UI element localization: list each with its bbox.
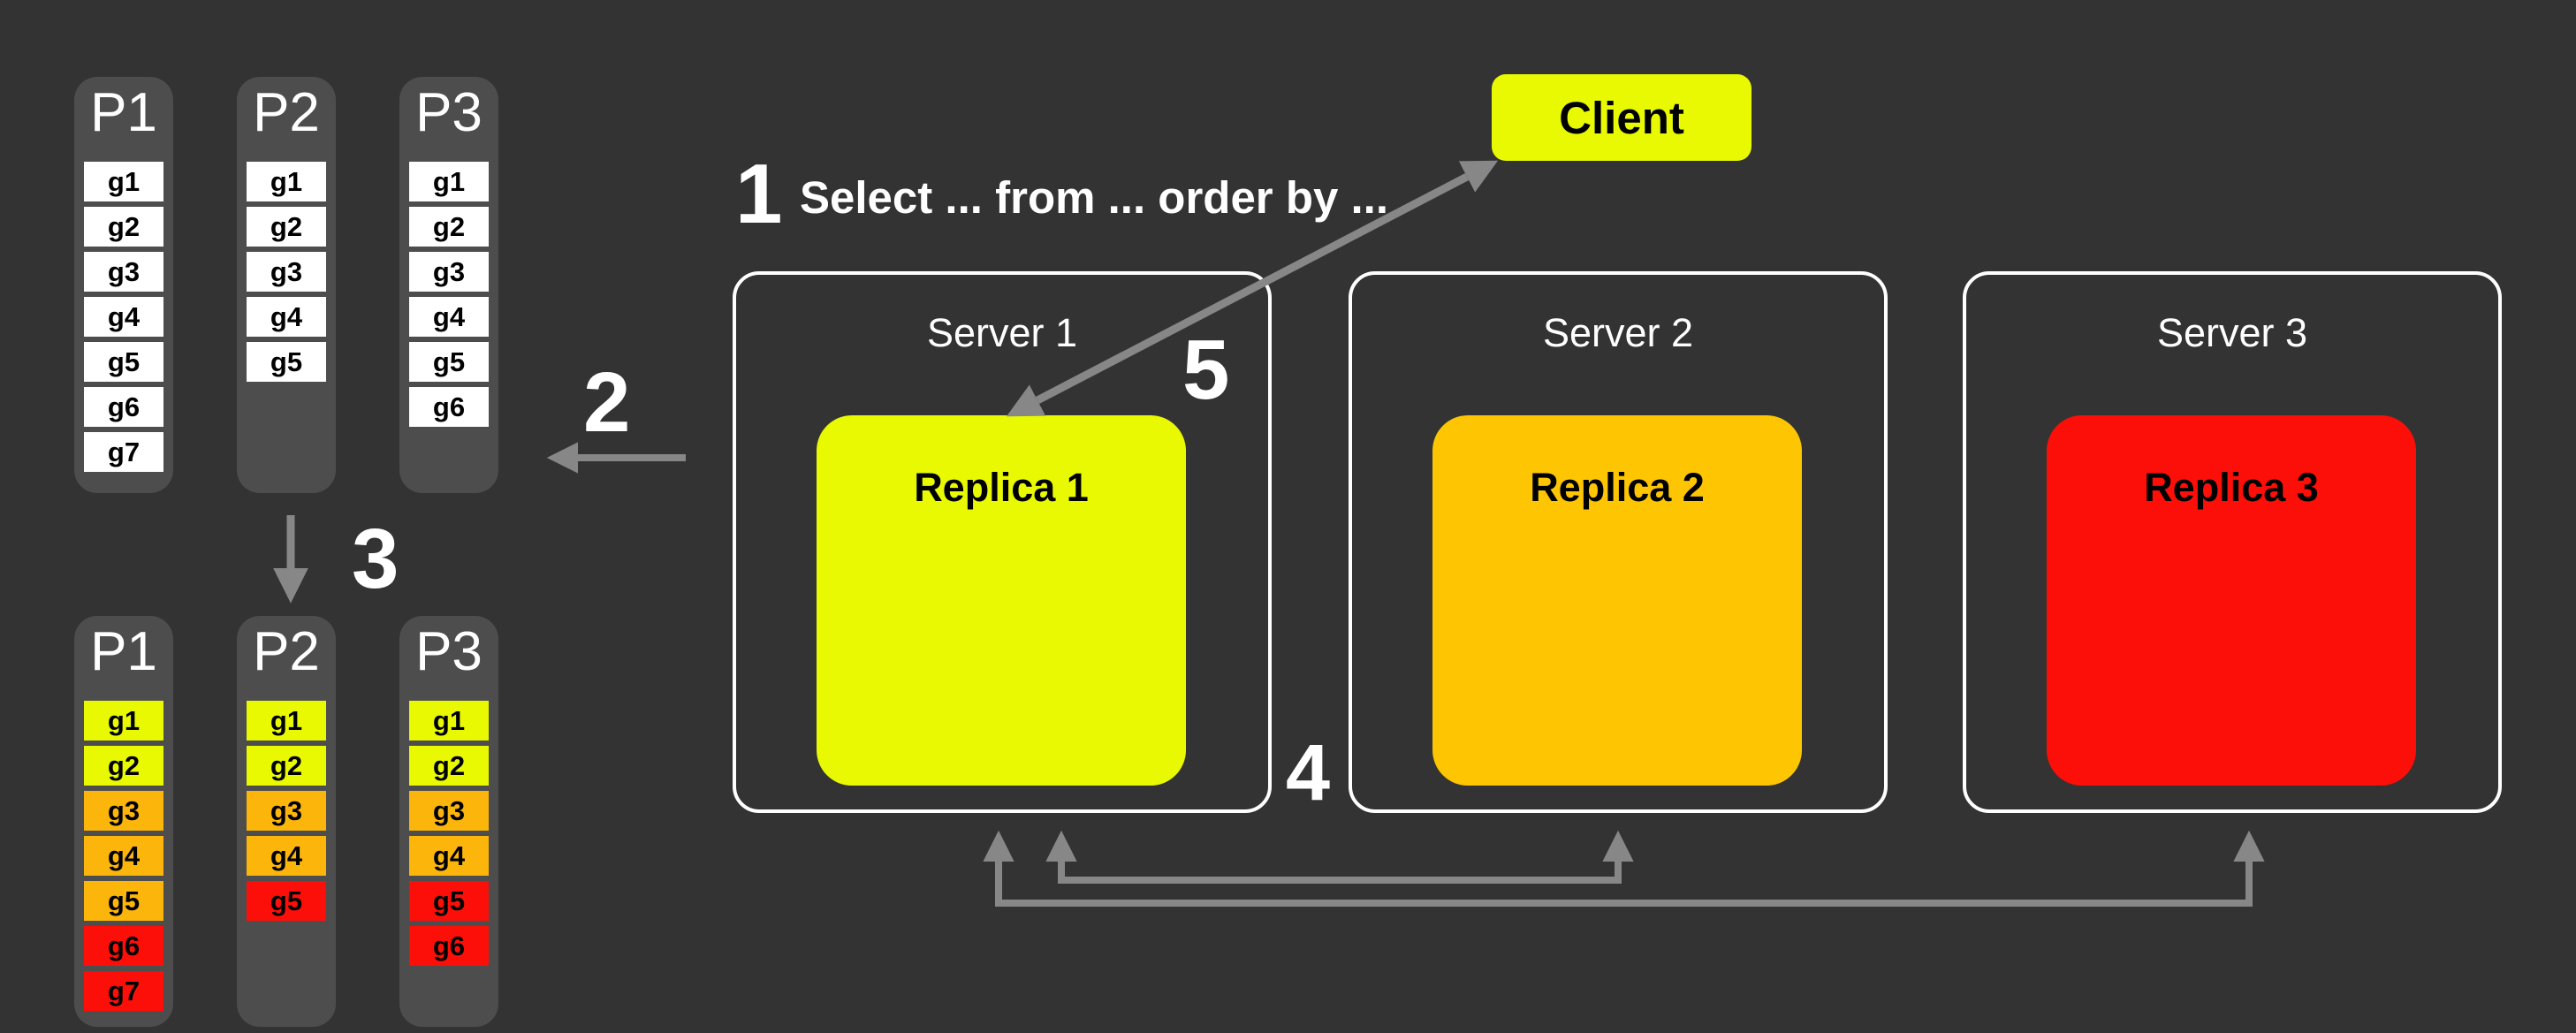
group-chip: g2 — [409, 746, 489, 786]
group-chip: g1 — [84, 701, 163, 741]
partition-title: P2 — [253, 82, 320, 143]
group-chip: g6 — [84, 926, 163, 966]
replica-title: Replica 3 — [2144, 465, 2319, 510]
group-chip: g5 — [84, 881, 163, 921]
group-chip: g1 — [409, 162, 489, 201]
client-box: Client — [1492, 74, 1752, 161]
partition-p2-sorted: P2 g1 g2 g3 g4 g5 — [237, 616, 336, 1027]
group-chip: g6 — [409, 926, 489, 966]
chip-stack: g1 g2 g3 g4 g5 — [247, 701, 326, 921]
step-3-number: 3 — [352, 512, 399, 606]
replica-2-box: Replica 2 — [1432, 415, 1802, 786]
chip-stack: g1 g2 g3 g4 g5 g6 g7 — [84, 162, 163, 472]
step-4-number: 4 — [1286, 729, 1331, 817]
partition-title: P1 — [90, 82, 157, 143]
replica-1-box: Replica 1 — [817, 415, 1186, 786]
group-chip: g5 — [247, 342, 326, 382]
group-chip: g7 — [84, 971, 163, 1011]
client-replica-double-arrow-icon — [1006, 160, 1499, 417]
partition-title: P1 — [90, 621, 157, 682]
group-chip: g2 — [84, 207, 163, 247]
group-chip: g4 — [409, 297, 489, 337]
partition-p2-unsorted: P2 g1 g2 g3 g4 g5 — [237, 77, 336, 493]
group-chip: g3 — [247, 791, 326, 831]
partition-title: P2 — [253, 621, 320, 682]
group-chip: g3 — [409, 791, 489, 831]
replica-title: Replica 1 — [914, 465, 1089, 510]
server-3-box: Server 3 Replica 3 — [1963, 271, 2502, 813]
group-chip: g6 — [409, 387, 489, 427]
group-chip: g7 — [84, 432, 163, 472]
partition-p3-sorted: P3 g1 g2 g3 g4 g5 g6 — [399, 616, 498, 1027]
group-chip: g4 — [247, 297, 326, 337]
group-chip: g2 — [247, 746, 326, 786]
partition-p3-unsorted: P3 g1 g2 g3 g4 g5 g6 — [399, 77, 498, 493]
group-chip: g5 — [409, 881, 489, 921]
group-chip: g2 — [247, 207, 326, 247]
group-chip: g5 — [409, 342, 489, 382]
group-chip: g6 — [84, 387, 163, 427]
partition-p1-unsorted: P1 g1 g2 g3 g4 g5 g6 g7 — [74, 77, 173, 493]
chip-stack: g1 g2 g3 g4 g5 g6 g7 — [84, 701, 163, 1011]
server-title: Server 3 — [2156, 310, 2308, 355]
replica-title: Replica 2 — [1530, 465, 1705, 510]
server-title: Server 2 — [1542, 310, 1694, 355]
partition-p1-sorted: P1 g1 g2 g3 g4 g5 g6 g7 — [74, 616, 173, 1027]
group-chip: g3 — [247, 252, 326, 292]
step-2-number: 2 — [583, 355, 631, 450]
server1-server2-bracket-arrow-icon — [1045, 830, 1634, 884]
group-chip: g3 — [84, 791, 163, 831]
partition-title: P3 — [415, 82, 483, 143]
server-2-box: Server 2 Replica 2 — [1349, 271, 1888, 813]
server-1-box: Server 1 Replica 1 — [733, 271, 1272, 813]
group-chip: g1 — [409, 701, 489, 741]
group-chip: g4 — [84, 836, 163, 876]
group-chip: g4 — [247, 836, 326, 876]
group-chip: g3 — [84, 252, 163, 292]
partition-title: P3 — [415, 621, 483, 682]
group-chip: g4 — [84, 297, 163, 337]
replica-3-box: Replica 3 — [2047, 415, 2416, 786]
chip-stack: g1 g2 g3 g4 g5 g6 — [409, 701, 489, 966]
step-1-number: 1 — [735, 147, 783, 241]
chip-stack: g1 g2 g3 g4 g5 g6 — [409, 162, 489, 427]
server1-server3-bracket-arrow-icon — [983, 830, 2265, 907]
group-chip: g1 — [247, 162, 326, 201]
group-chip: g2 — [409, 207, 489, 247]
group-chip: g5 — [84, 342, 163, 382]
group-chip: g5 — [247, 881, 326, 921]
group-chip: g4 — [409, 836, 489, 876]
group-chip: g1 — [247, 701, 326, 741]
group-chip: g1 — [84, 162, 163, 201]
group-chip: g3 — [409, 252, 489, 292]
group-chip: g2 — [84, 746, 163, 786]
chip-stack: g1 g2 g3 g4 g5 — [247, 162, 326, 382]
